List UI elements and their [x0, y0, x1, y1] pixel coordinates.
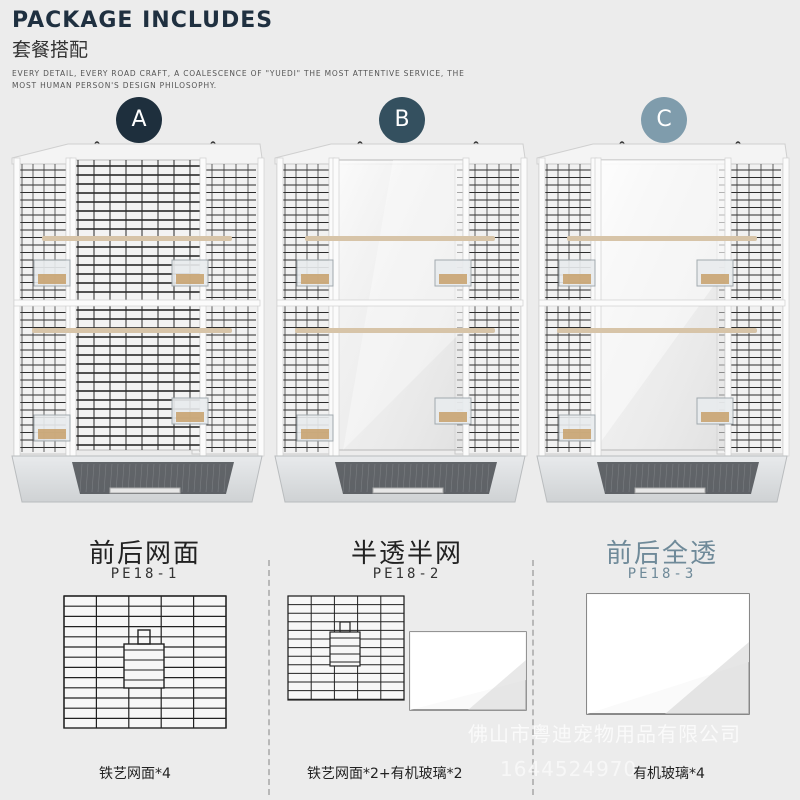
variant-title-c: 前后全透	[605, 539, 718, 569]
watermark-number: 1644524970	[500, 757, 638, 781]
model-c: PE18-3	[627, 566, 697, 582]
header: PACKAGE INCLUDES 套餐搭配	[12, 8, 273, 62]
panel-label-c: 有机玻璃*4	[633, 766, 705, 782]
divider-right	[532, 560, 534, 795]
variant-title-a: 前后网面	[88, 539, 201, 569]
mesh-panel-b	[287, 595, 405, 701]
badge-a: A	[116, 97, 162, 143]
variant-title-b: 半透半网	[350, 539, 463, 569]
cage-c	[536, 141, 790, 503]
page-subtitle: 套餐搭配	[12, 39, 89, 61]
cage-a	[11, 141, 265, 503]
badge-b: B	[379, 97, 425, 143]
panel-label-b: 铁艺网面*2+有机玻璃*2	[307, 766, 463, 782]
page-title: PACKAGE INCLUDES	[12, 8, 274, 33]
acrylic-panel-b	[409, 631, 527, 711]
model-a: PE18-1	[110, 566, 180, 582]
page-description: EVERY DETAIL, EVERY ROAD CRAFT, A COALES…	[12, 69, 465, 90]
divider-left	[268, 560, 270, 795]
badge-c: C	[641, 97, 687, 143]
cage-illustrations	[11, 141, 790, 503]
model-b: PE18-2	[372, 566, 442, 582]
mesh-panel-a	[63, 595, 227, 729]
acrylic-panel-c	[586, 593, 750, 715]
watermark-company: 佛山市粤迪宠物用品有限公司	[468, 722, 741, 746]
cage-b	[274, 141, 528, 503]
panel-label-a: 铁艺网面*4	[99, 766, 171, 782]
